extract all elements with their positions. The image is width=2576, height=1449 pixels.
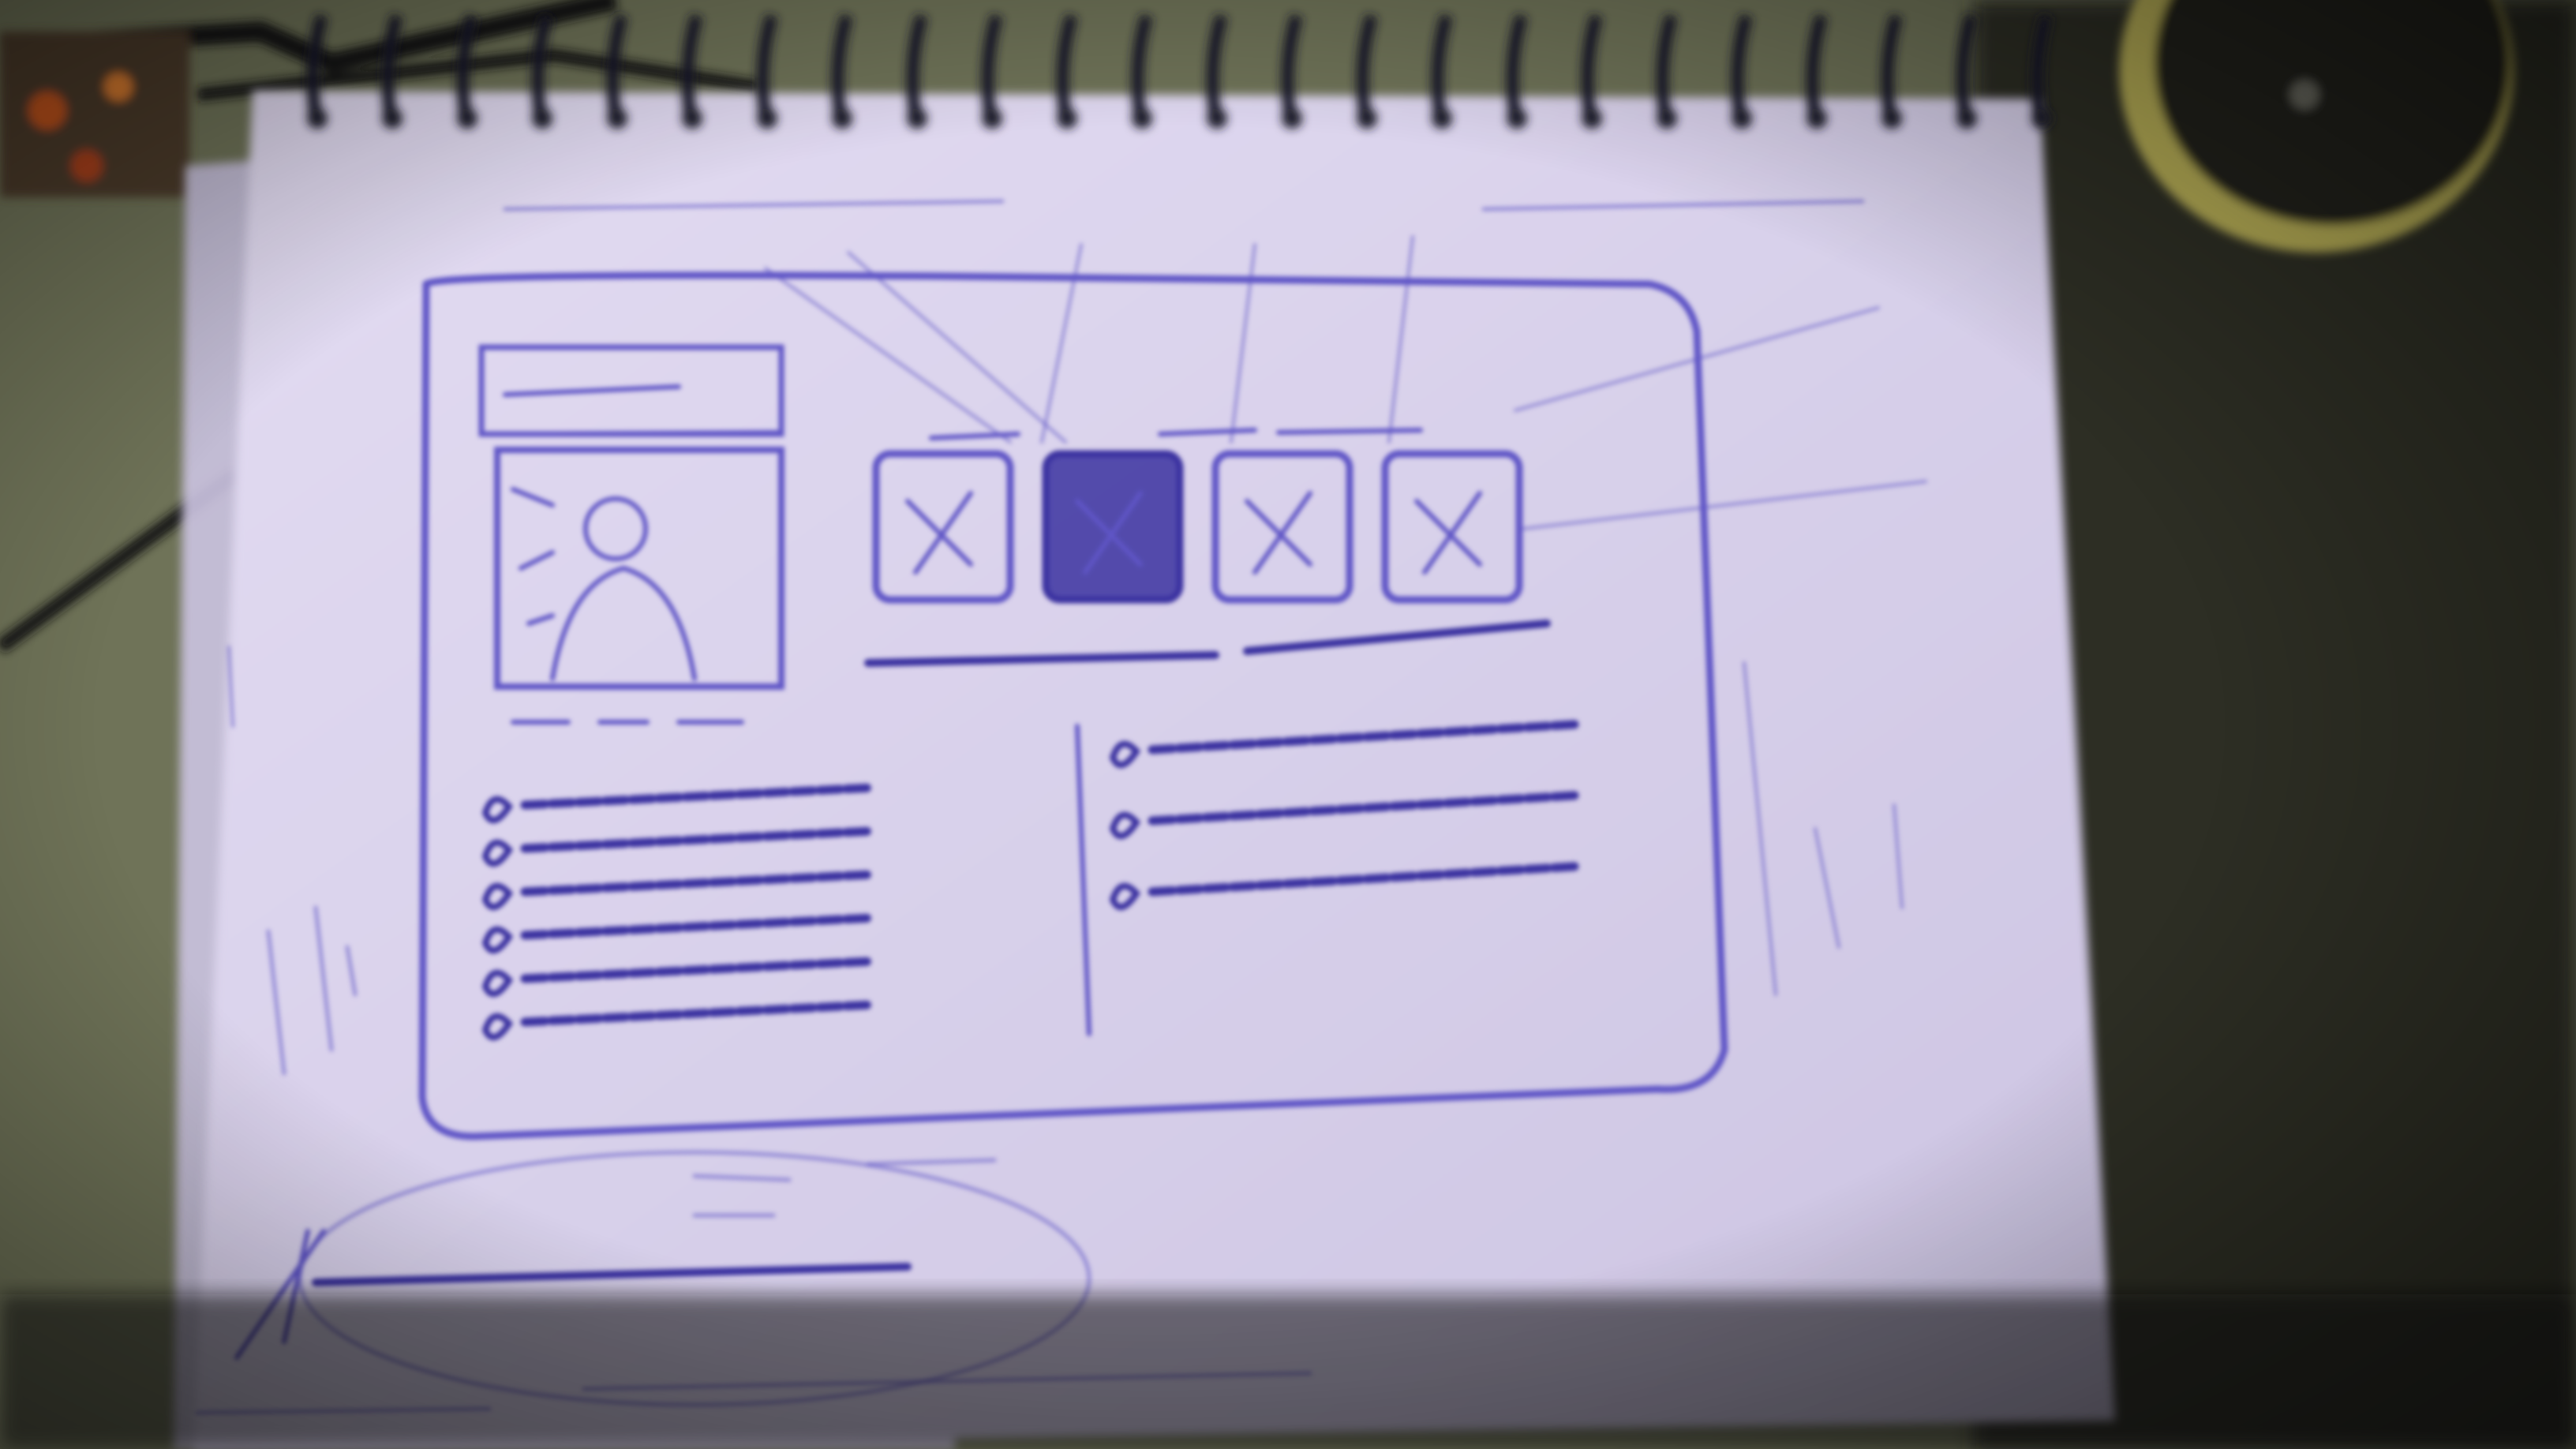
floor-shadow bbox=[0, 1294, 2576, 1449]
